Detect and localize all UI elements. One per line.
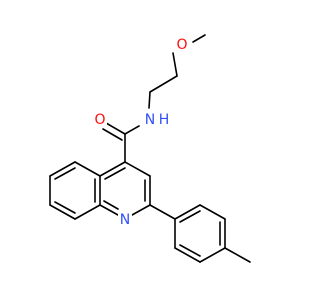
bonds xyxy=(49,34,251,263)
bond-tolyl-c5-c6-inner xyxy=(179,244,201,257)
bond-carbonyl-double-b xyxy=(102,128,123,141)
bond-tolyl-c4-c5 xyxy=(199,247,226,263)
bond-c4a-c4 xyxy=(99,161,126,177)
atom-h-amide-label: H xyxy=(159,112,170,128)
bond-c7-c8-inner xyxy=(54,201,76,214)
atom-labels: O O N H N xyxy=(93,37,189,228)
bond-methoxy-o-ch2 xyxy=(172,52,178,77)
atom-o-methoxy: O xyxy=(175,37,189,53)
bond-c8-c8a xyxy=(74,204,101,220)
bond-c4a-c5 xyxy=(74,161,101,177)
atom-o-methoxy-label: O xyxy=(176,37,187,53)
bond-c2-aryl xyxy=(149,204,176,220)
bond-n-amide-carbonyl-c xyxy=(124,125,140,135)
bond-c7-c8 xyxy=(49,204,76,220)
bond-tolyl-c2-c3 xyxy=(199,204,226,220)
bond-tolyl-c1-c2 xyxy=(174,204,201,220)
atom-o-carbonyl-label: O xyxy=(94,112,105,128)
bond-ch2-n-amide xyxy=(148,91,151,109)
bond-tolyl-c5-c6 xyxy=(174,247,201,263)
bond-n1-c8a xyxy=(99,204,119,216)
bond-c4a-c4-inner xyxy=(104,167,126,180)
atom-n-amide-label: N xyxy=(145,112,155,128)
bond-c4-c3 xyxy=(124,161,151,177)
atom-n-ring-label: N xyxy=(120,212,130,228)
bond-tolyl-c1-c2-inner xyxy=(179,210,201,223)
atom-n-amide: N xyxy=(143,112,157,128)
bond-c5-c6 xyxy=(49,161,76,177)
bond-methyl-methoxy-o xyxy=(192,34,206,43)
bond-n1-c8a-inner xyxy=(103,200,119,210)
bond-c5-c6-inner xyxy=(54,167,76,180)
bond-ch2-ch2 xyxy=(149,75,178,93)
molecule-canvas: O O N H N xyxy=(49,34,251,263)
atom-o-carbonyl: O xyxy=(93,112,107,128)
bond-carbonyl-double-a xyxy=(105,122,126,135)
atom-h-amide: H xyxy=(157,112,171,128)
bond-c2-n1 xyxy=(131,204,151,216)
bond-tolyl-methyl xyxy=(224,247,251,263)
molecule-structure: O O N H N xyxy=(49,34,251,263)
atom-n-ring: N xyxy=(118,212,132,228)
